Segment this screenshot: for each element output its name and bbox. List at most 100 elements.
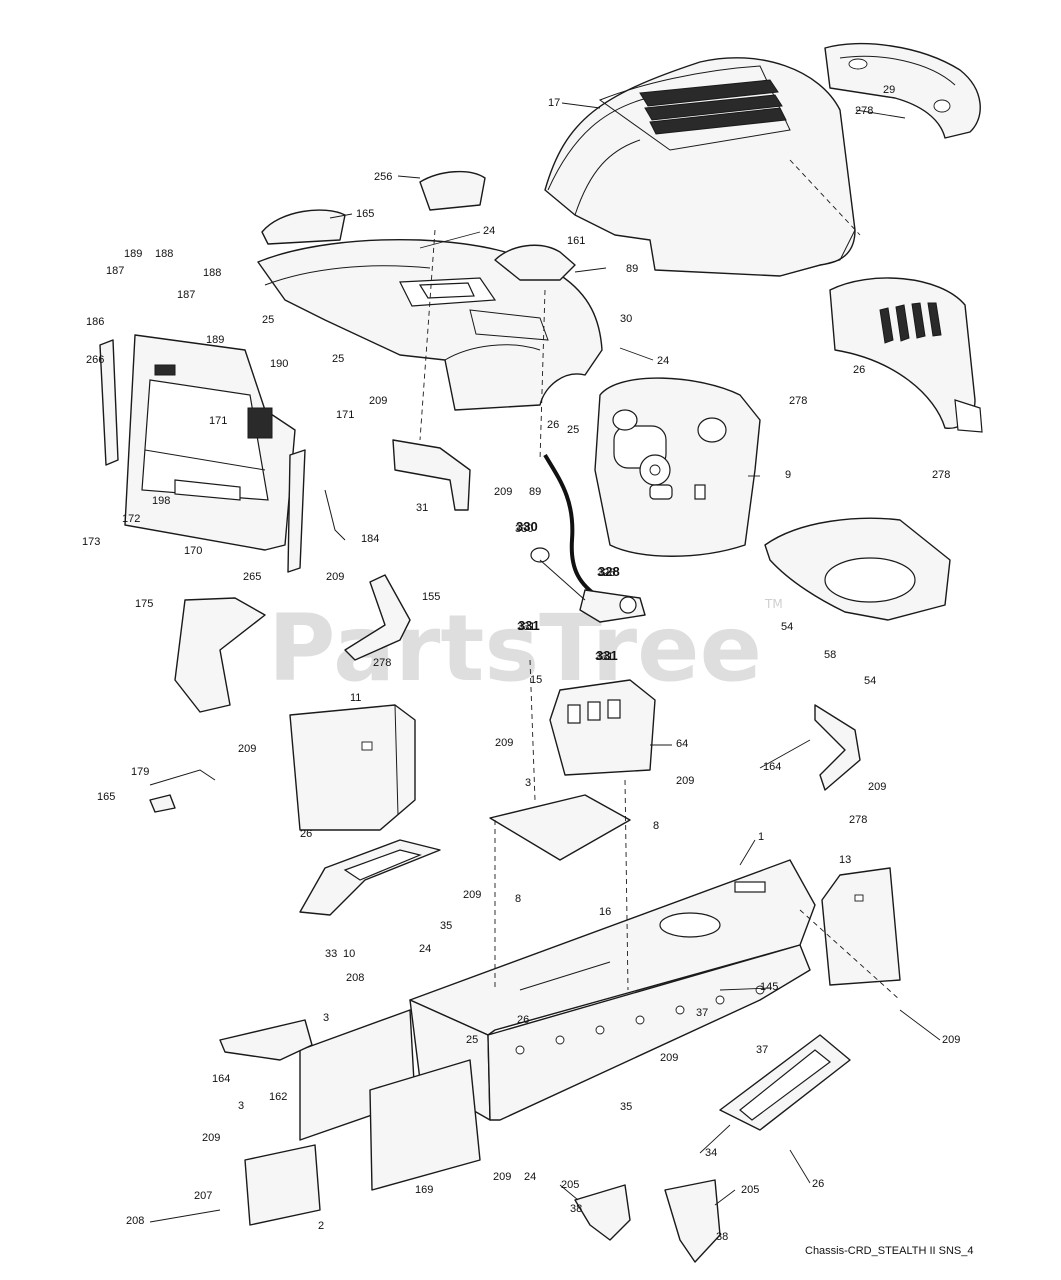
callout-179: 179 (131, 766, 149, 778)
callout-189: 189 (124, 248, 142, 260)
watermark-tm: TM (764, 597, 783, 611)
callout-209: 209 (463, 889, 481, 901)
callout-10: 10 (343, 948, 355, 960)
bracket-164-right (814, 704, 861, 791)
callout-35: 35 (440, 920, 452, 932)
callout-13: 13 (839, 854, 851, 866)
callout-38: 38 (570, 1203, 582, 1215)
callout-188: 188 (203, 267, 221, 279)
callout-265: 265 (243, 571, 261, 583)
callout-15: 15 (530, 674, 542, 686)
callout-26: 26 (300, 828, 312, 840)
callout-208: 208 (346, 972, 364, 984)
callout-25: 25 (332, 353, 344, 365)
callout-173: 173 (82, 536, 100, 548)
battery-cover-part (419, 170, 486, 211)
callout-8: 8 (515, 893, 521, 905)
callout-209: 209 (238, 743, 256, 755)
callout-26: 26 (812, 1178, 824, 1190)
handle-grip (149, 794, 176, 813)
callout-209: 209 (868, 781, 886, 793)
callout-3: 3 (525, 777, 531, 789)
callout-54: 54 (864, 675, 876, 687)
callout-11: 11 (350, 692, 361, 704)
callout-209: 209 (493, 1171, 511, 1183)
callout-207: 207 (194, 1190, 212, 1202)
callout-331: 331 (517, 621, 535, 633)
callout-161: 161 (567, 235, 585, 247)
callout-198: 198 (152, 495, 170, 507)
callout-175: 175 (135, 598, 153, 610)
callout-26: 26 (517, 1014, 529, 1026)
callout-331: 331 (518, 618, 540, 633)
callout-24: 24 (419, 943, 431, 955)
callout-165: 165 (97, 791, 115, 803)
callout-209: 209 (660, 1052, 678, 1064)
callout-24: 24 (657, 355, 669, 367)
callout-30: 30 (620, 313, 632, 325)
callout-164: 164 (763, 761, 781, 773)
callout-209: 209 (202, 1132, 220, 1144)
callout-331: 331 (596, 648, 618, 663)
callout-205: 205 (741, 1184, 759, 1196)
callout-209: 209 (494, 486, 512, 498)
callout-266: 266 (86, 354, 104, 366)
callout-187: 187 (177, 289, 195, 301)
callout-184: 184 (361, 533, 379, 545)
panel-13 (821, 867, 901, 986)
fuel-cover-part (261, 209, 346, 245)
callout-17: 17 (548, 97, 560, 109)
bracket-38-right (664, 1179, 721, 1263)
callout-64: 64 (676, 738, 688, 750)
step-34 (719, 1034, 851, 1131)
callout-33: 33 (325, 948, 337, 960)
seat-pan-part (764, 517, 951, 621)
front-panel-part (124, 334, 296, 551)
callout-155: 155 (422, 591, 440, 603)
callout-9: 9 (785, 469, 791, 481)
bracket-38-left (574, 1184, 631, 1241)
step-33 (299, 839, 441, 916)
callout-2: 2 (318, 1220, 324, 1232)
alignment-lines (419, 159, 901, 1001)
callout-164: 164 (212, 1073, 230, 1085)
callout-3: 3 (238, 1100, 244, 1112)
callout-89: 89 (626, 263, 638, 275)
callout-37: 37 (696, 1007, 708, 1019)
callout-209: 209 (326, 571, 344, 583)
hood-grille (639, 79, 787, 135)
callout-8: 8 (653, 820, 659, 832)
callout-26: 26 (547, 419, 559, 431)
callout-209: 209 (495, 737, 513, 749)
callout-25: 25 (262, 314, 274, 326)
callout-209: 209 (676, 775, 694, 787)
plate-64 (549, 679, 656, 776)
callout-25: 25 (466, 1034, 478, 1046)
callout-328: 328 (598, 564, 620, 579)
leader-lines (149, 102, 941, 1223)
callout-54: 54 (781, 621, 793, 633)
handle-179 (149, 769, 216, 786)
side-bar-right (287, 449, 306, 573)
side-grille-part (829, 277, 983, 433)
callout-38: 38 (716, 1231, 728, 1243)
panel-2 (244, 1144, 321, 1226)
callout-171: 171 (209, 415, 227, 427)
callout-208: 208 (126, 1215, 144, 1227)
callout-169: 169 (415, 1184, 433, 1196)
watermark-text: PartsTree (268, 595, 762, 702)
callout-278: 278 (855, 105, 873, 117)
callout-187: 187 (106, 265, 124, 277)
callout-278: 278 (849, 814, 867, 826)
callout-58: 58 (824, 649, 836, 661)
callout-1: 1 (758, 831, 764, 843)
callout-209: 209 (369, 395, 387, 407)
side-bar-left (99, 339, 119, 466)
callout-26: 26 (853, 364, 865, 376)
rod-184 (324, 489, 346, 541)
panel-169 (369, 1059, 481, 1191)
callout-188: 188 (155, 248, 173, 260)
callout-24: 24 (524, 1171, 536, 1183)
callout-209: 209 (942, 1034, 960, 1046)
